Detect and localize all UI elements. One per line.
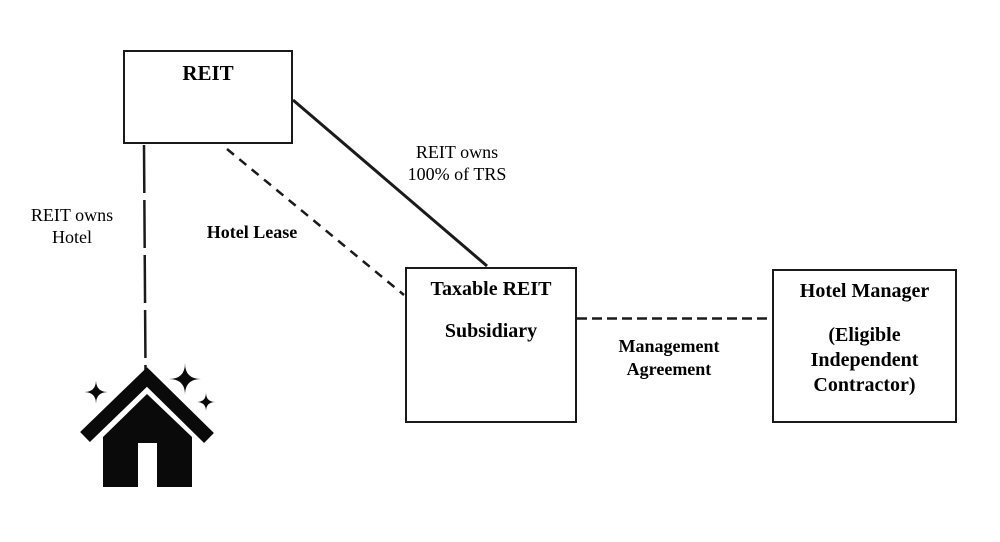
node-manager-label-line3: Independent <box>810 349 919 371</box>
node-reit-label: REIT <box>182 61 234 85</box>
house-body-shape <box>103 394 192 487</box>
edge-reit-owns-hotel-line <box>142 144 147 371</box>
sparkle-left-icon <box>84 380 108 404</box>
edge-label-reit-owns-hotel: REIT owns Hotel <box>12 204 132 248</box>
node-manager-label-line1: Hotel Manager <box>799 280 930 302</box>
house-with-sparkles-icon <box>80 363 216 487</box>
edge-label-reit-owns-hotel-line1: REIT owns <box>30 205 114 225</box>
edge-label-hotel-lease-text: Hotel Lease <box>206 222 298 242</box>
edge-label-management-agreement: Management Agreement <box>603 335 735 381</box>
edge-label-reit-owns-trs-line1: REIT owns <box>415 142 499 162</box>
edge-label-hotel-lease: Hotel Lease <box>194 221 310 244</box>
edge-label-reit-owns-trs-line2: 100% of TRS <box>407 164 507 184</box>
edge-label-management-line2: Agreement <box>626 359 712 379</box>
edge-hotel-lease-line <box>226 148 405 296</box>
sparkle-right-small-icon <box>196 392 216 412</box>
sparkle-right-large-icon <box>169 363 201 395</box>
node-reit: REIT <box>123 50 293 144</box>
edge-reit-owns-trs-line <box>292 98 488 268</box>
node-trs-label-line1: Taxable REIT <box>430 278 552 300</box>
node-trs-label-line2: Subsidiary <box>444 320 538 342</box>
node-manager-label-line4: Contractor) <box>813 374 916 396</box>
edge-label-reit-owns-hotel-line2: Hotel <box>52 227 92 247</box>
edge-label-reit-owns-trs: REIT owns 100% of TRS <box>397 141 517 185</box>
edge-label-management-line1: Management <box>618 336 720 356</box>
node-taxable-reit-subsidiary: Taxable REIT Subsidiary <box>405 267 577 423</box>
house-door-shape <box>138 443 157 487</box>
node-manager-label-line2: (Eligible <box>828 324 901 346</box>
node-hotel-manager: Hotel Manager (Eligible Independent Cont… <box>772 269 957 423</box>
house-roof-shape <box>80 367 214 443</box>
